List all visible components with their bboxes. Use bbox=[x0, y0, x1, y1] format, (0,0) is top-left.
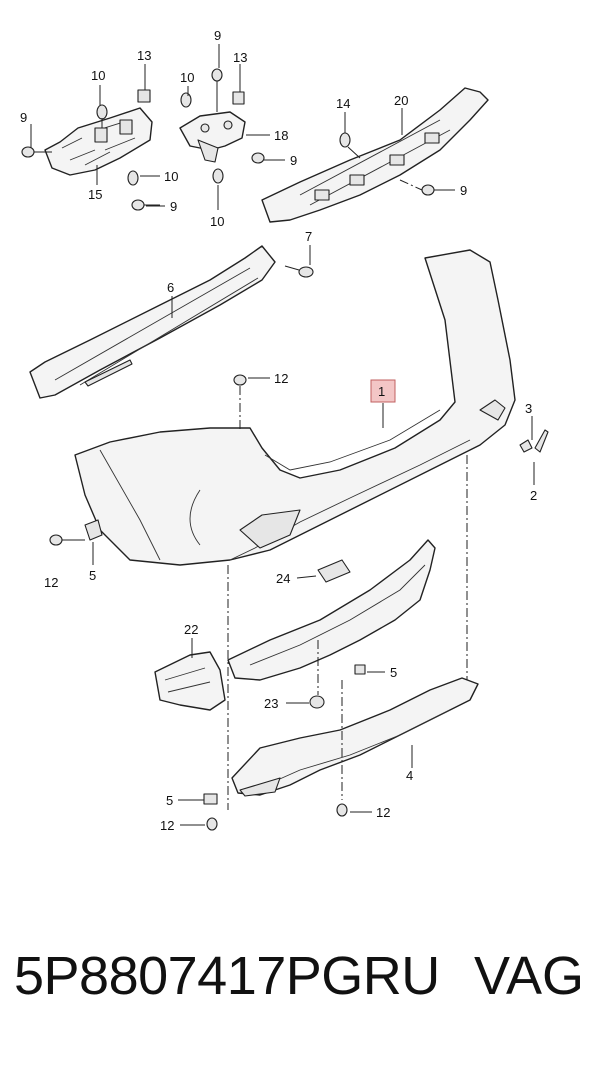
bracket-15 bbox=[44, 107, 153, 176]
trim-strip bbox=[227, 539, 436, 709]
callout-23: 23 bbox=[264, 696, 278, 711]
callout-9-b: 9 bbox=[170, 199, 177, 214]
callout-5-b: 5 bbox=[390, 665, 397, 680]
callout-20: 20 bbox=[394, 93, 408, 108]
callout-labels: 1 9 10 13 15 10 9 9 10 13 18 9 10 14 20 … bbox=[20, 28, 537, 833]
callout-15: 15 bbox=[88, 187, 102, 202]
callout-6: 6 bbox=[167, 280, 174, 295]
highlight-box-1 bbox=[370, 379, 396, 403]
small-parts bbox=[49, 374, 549, 583]
callout-5-c: 5 bbox=[166, 793, 173, 808]
bumper-cover-1 bbox=[74, 249, 516, 566]
guide-22 bbox=[154, 651, 226, 711]
callout-9-e: 9 bbox=[460, 183, 467, 198]
diffuser-4 bbox=[231, 677, 479, 797]
callout-10-d: 10 bbox=[210, 214, 224, 229]
brand-name: VAG bbox=[473, 946, 584, 1006]
callout-14: 14 bbox=[336, 96, 350, 111]
part-number: 5P8807417PGRU bbox=[14, 946, 440, 1006]
fasteners-left bbox=[21, 89, 160, 211]
callout-12-c: 12 bbox=[160, 818, 174, 833]
callout-18: 18 bbox=[274, 128, 288, 143]
parts-diagram: 1 9 10 13 15 10 9 9 10 13 18 9 10 14 20 … bbox=[20, 28, 549, 833]
callout-22: 22 bbox=[184, 622, 198, 637]
impact-bar-6 bbox=[29, 245, 314, 399]
callout-10-a: 10 bbox=[91, 68, 105, 83]
callout-12-a: 12 bbox=[274, 371, 288, 386]
callout-10-c: 10 bbox=[180, 70, 194, 85]
callout-9-d: 9 bbox=[290, 153, 297, 168]
callout-2: 2 bbox=[530, 488, 537, 503]
bracket-20 bbox=[261, 87, 489, 223]
callout-3: 3 bbox=[525, 401, 532, 416]
callout-9-c: 9 bbox=[214, 28, 221, 43]
callout-4: 4 bbox=[406, 768, 413, 783]
fasteners-bottom bbox=[203, 793, 348, 831]
footer: 5P8807417PGRU VAG bbox=[0, 945, 600, 1025]
callout-9-a: 9 bbox=[20, 110, 27, 125]
callout-13-a: 13 bbox=[137, 48, 151, 63]
callout-10-b: 10 bbox=[164, 169, 178, 184]
callout-24: 24 bbox=[276, 571, 290, 586]
callout-7: 7 bbox=[305, 229, 312, 244]
bracket-18 bbox=[179, 68, 265, 184]
callout-5-a: 5 bbox=[89, 568, 96, 583]
callout-12-d: 12 bbox=[376, 805, 390, 820]
callout-13-b: 13 bbox=[233, 50, 247, 65]
alignment-lines bbox=[227, 455, 468, 810]
leader-lines bbox=[30, 44, 535, 826]
callout-12-b: 12 bbox=[44, 575, 58, 590]
callout-1: 1 bbox=[378, 384, 385, 399]
